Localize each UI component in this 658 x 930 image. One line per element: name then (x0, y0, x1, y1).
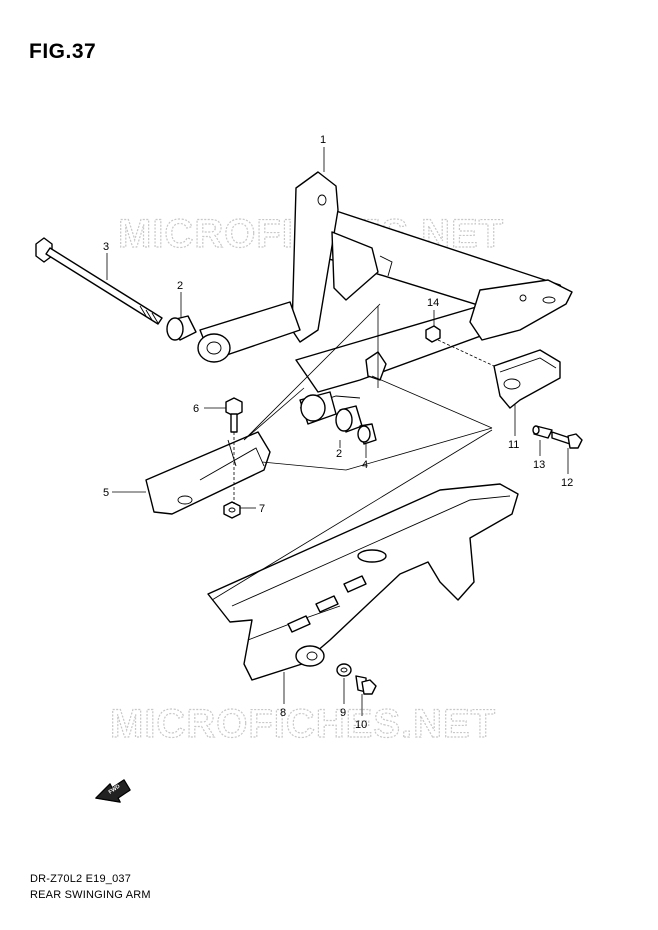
collar (357, 423, 377, 445)
callout-3: 3 (103, 241, 109, 253)
bolt-12 (551, 431, 583, 449)
figure-name: REAR SWINGING ARM (30, 889, 151, 901)
callout-5: 5 (103, 487, 109, 499)
callout-2a: 2 (177, 280, 183, 292)
callout-13: 13 (533, 459, 545, 471)
bolt-10 (355, 675, 377, 695)
pivot-boss (299, 391, 337, 425)
figure-code: DR-Z70L2 E19_037 (30, 873, 132, 885)
nut-7 (223, 501, 241, 519)
callout-14: 14 (427, 297, 439, 309)
leader-lines (106, 147, 569, 716)
chain-guide-bracket (493, 349, 561, 409)
callout-1: 1 (320, 134, 326, 146)
callout-9: 9 (340, 707, 346, 719)
callout-4: 4 (362, 459, 368, 471)
bush-upper (166, 315, 197, 341)
callout-8: 8 (280, 707, 286, 719)
bolt-6 (225, 397, 243, 433)
callout-2b: 2 (336, 448, 342, 460)
watermark-bottom: MICROFICHES.NET (110, 702, 496, 746)
callout-6: 6 (193, 403, 199, 415)
chain-case (207, 483, 519, 681)
fwd-arrow: FWD (94, 779, 131, 803)
callout-11: 11 (508, 439, 519, 451)
nut-14 (425, 325, 441, 343)
pivot-bolt (35, 237, 163, 325)
spacer-13 (532, 425, 553, 439)
washer-9 (336, 663, 352, 677)
callout-12: 12 (561, 477, 573, 489)
callout-10: 10 (355, 719, 367, 731)
callout-7: 7 (259, 503, 265, 515)
swing-arm-frame (197, 171, 573, 409)
figure-title: FIG.37 (29, 40, 97, 63)
bush-lower (335, 405, 363, 433)
chain-buffer (145, 431, 271, 515)
